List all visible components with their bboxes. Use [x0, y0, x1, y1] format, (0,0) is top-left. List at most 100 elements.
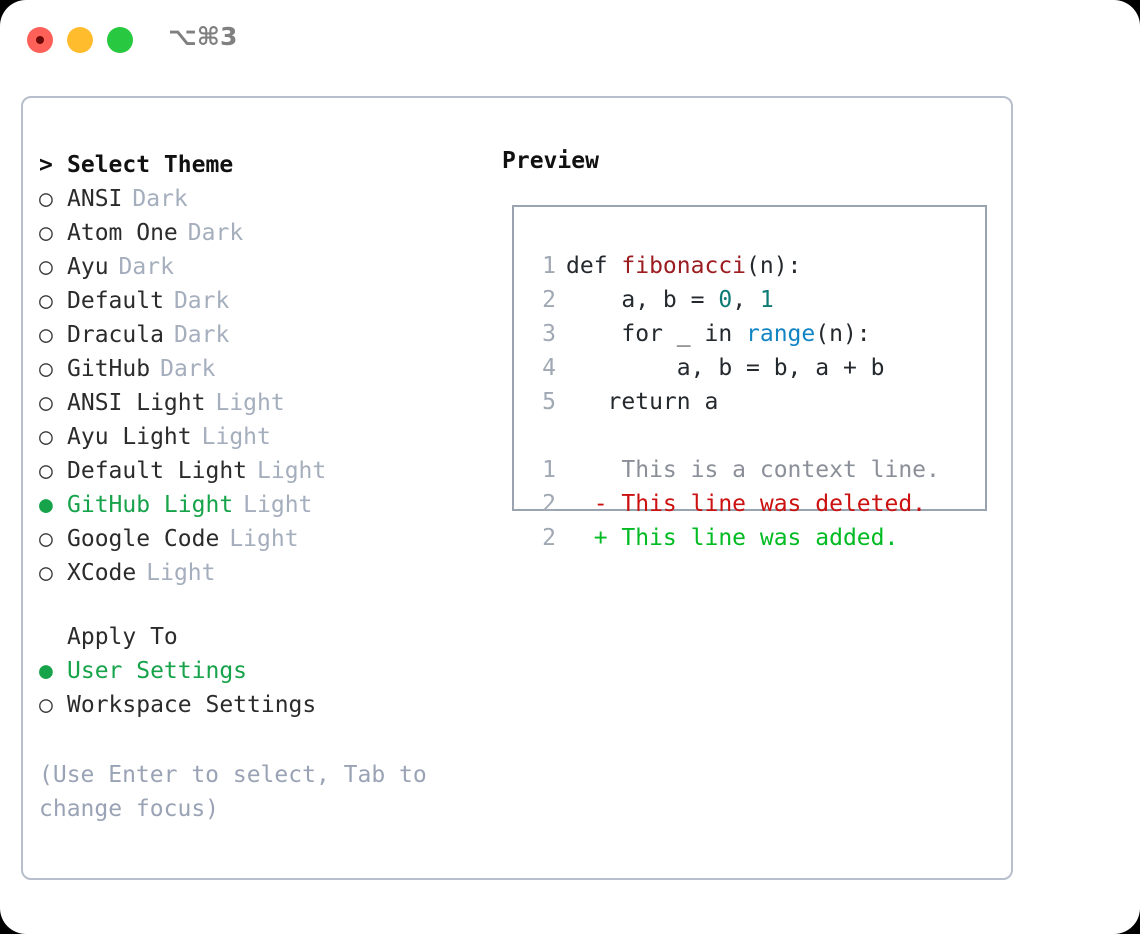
spacer-marker	[39, 620, 67, 654]
code-token: for _ in	[566, 321, 747, 347]
theme-list-item[interactable]: ○ Dracula Dark	[39, 318, 469, 352]
title-bar: ⌥⌘3	[0, 0, 1140, 78]
maximize-window-button[interactable]	[107, 27, 133, 53]
theme-name-label: ANSI	[67, 186, 123, 212]
line-number: 2	[542, 491, 556, 517]
preview-heading: Preview	[502, 148, 599, 174]
code-token: a, b =	[566, 287, 719, 313]
line-number: 1	[542, 253, 556, 279]
theme-list-item[interactable]: ○ Default Dark	[39, 284, 469, 318]
theme-name-label: Google Code	[67, 526, 220, 552]
theme-name-label: GitHub Light	[67, 492, 234, 518]
theme-list-item[interactable]: ○ ANSI Dark	[39, 182, 469, 216]
line-number: 5	[542, 389, 556, 415]
theme-variant-badge: Dark	[173, 288, 230, 314]
apply-to-item-label: Workspace Settings	[67, 692, 317, 718]
theme-name-label: GitHub	[67, 356, 151, 382]
code-blank-line	[534, 419, 940, 453]
line-number: 1	[542, 457, 556, 483]
code-token: return a	[566, 389, 719, 415]
select-theme-heading: > Select Theme	[39, 148, 469, 182]
diff-line-text: This is a context line.	[566, 457, 940, 483]
apply-to-item[interactable]: ○ Workspace Settings	[39, 688, 469, 722]
radio-unselected-icon: ○	[39, 356, 53, 382]
close-window-button[interactable]	[27, 27, 53, 53]
radio-unselected-icon: ○	[39, 186, 53, 212]
diff-line: 2 - This line was deleted.	[534, 487, 940, 521]
theme-name-label: ANSI Light	[67, 390, 206, 416]
apply-to-heading-label: Apply To	[67, 624, 178, 650]
theme-variant-badge: Dark	[173, 322, 230, 348]
theme-list-item[interactable]: ○ ANSI Light Light	[39, 386, 469, 420]
theme-list-item[interactable]: ○ GitHub Dark	[39, 352, 469, 386]
caret-icon: >	[39, 152, 53, 178]
minimize-window-button[interactable]	[67, 27, 93, 53]
diff-line-text: + This line was added.	[566, 525, 899, 551]
theme-name-label: Ayu	[67, 254, 109, 280]
radio-unselected-icon: ○	[39, 692, 53, 718]
radio-selected-icon: ●	[39, 492, 53, 518]
code-token: 1	[759, 287, 774, 313]
code-line: 4 a, b = b, a + b	[534, 351, 940, 385]
theme-variant-badge: Dark	[118, 254, 174, 280]
theme-list-item[interactable]: ○ Google Code Light	[39, 522, 469, 556]
diff-line: 2 + This line was added.	[534, 521, 940, 555]
radio-selected-icon: ●	[39, 658, 53, 684]
code-line: 5 return a	[534, 385, 940, 419]
theme-variant-badge: Dark	[187, 220, 244, 246]
diff-line-text: - This line was deleted.	[566, 491, 927, 517]
theme-variant-badge: Light	[257, 458, 327, 484]
radio-unselected-icon: ○	[39, 288, 53, 314]
apply-to-item-label: User Settings	[67, 658, 248, 684]
theme-name-label: Atom One	[67, 220, 178, 246]
theme-variant-badge: Dark	[132, 186, 188, 212]
code-line: 2 a, b = 0, 1	[534, 283, 940, 317]
radio-unselected-icon: ○	[39, 390, 53, 416]
code-token: ,	[732, 287, 760, 313]
theme-list-item[interactable]: ○ Ayu Dark	[39, 250, 469, 284]
theme-variant-badge: Light	[215, 390, 285, 416]
theme-list-item[interactable]: ○ Ayu Light Light	[39, 420, 469, 454]
theme-variant-badge: Light	[146, 560, 216, 586]
theme-name-label: Default Light	[67, 458, 248, 484]
code-token: (n):	[746, 253, 802, 279]
radio-unselected-icon: ○	[39, 424, 53, 450]
code-token: fibonacci	[621, 253, 747, 279]
theme-variant-badge: Light	[243, 492, 313, 518]
code-token: range	[746, 321, 816, 347]
theme-name-label: Default	[67, 288, 164, 314]
select-theme-heading-label: Select Theme	[67, 152, 234, 178]
radio-unselected-icon: ○	[39, 560, 53, 586]
apply-to-heading: Apply To	[39, 620, 469, 654]
radio-unselected-icon: ○	[39, 254, 53, 280]
theme-variant-badge: Light	[201, 424, 271, 450]
code-token: def	[566, 253, 622, 279]
line-number: 2	[542, 287, 556, 313]
code-line: 3 for _ in range(n):	[534, 317, 940, 351]
radio-unselected-icon: ○	[39, 526, 53, 552]
theme-name-label: Dracula	[67, 322, 164, 348]
apply-to-item[interactable]: ● User Settings	[39, 654, 469, 688]
code-line: 1 def fibonacci(n):	[534, 249, 940, 283]
theme-variant-badge: Dark	[160, 356, 216, 382]
line-number: 3	[542, 321, 556, 347]
theme-list-item[interactable]: ● GitHub Light Light	[39, 488, 469, 522]
keyboard-hint-text: (Use Enter to select, Tab to change focu…	[39, 762, 427, 822]
code-token: 0	[718, 287, 733, 313]
code-token: (n):	[815, 321, 871, 347]
radio-unselected-icon: ○	[39, 322, 53, 348]
theme-variant-badge: Light	[229, 526, 299, 552]
diff-line: 1 This is a context line.	[534, 453, 940, 487]
theme-name-label: Ayu Light	[67, 424, 192, 450]
keyboard-shortcut-label: ⌥⌘3	[168, 22, 238, 51]
apply-to-list: ● User Settings ○ Workspace Settings	[39, 654, 469, 722]
line-number: 4	[542, 355, 556, 381]
